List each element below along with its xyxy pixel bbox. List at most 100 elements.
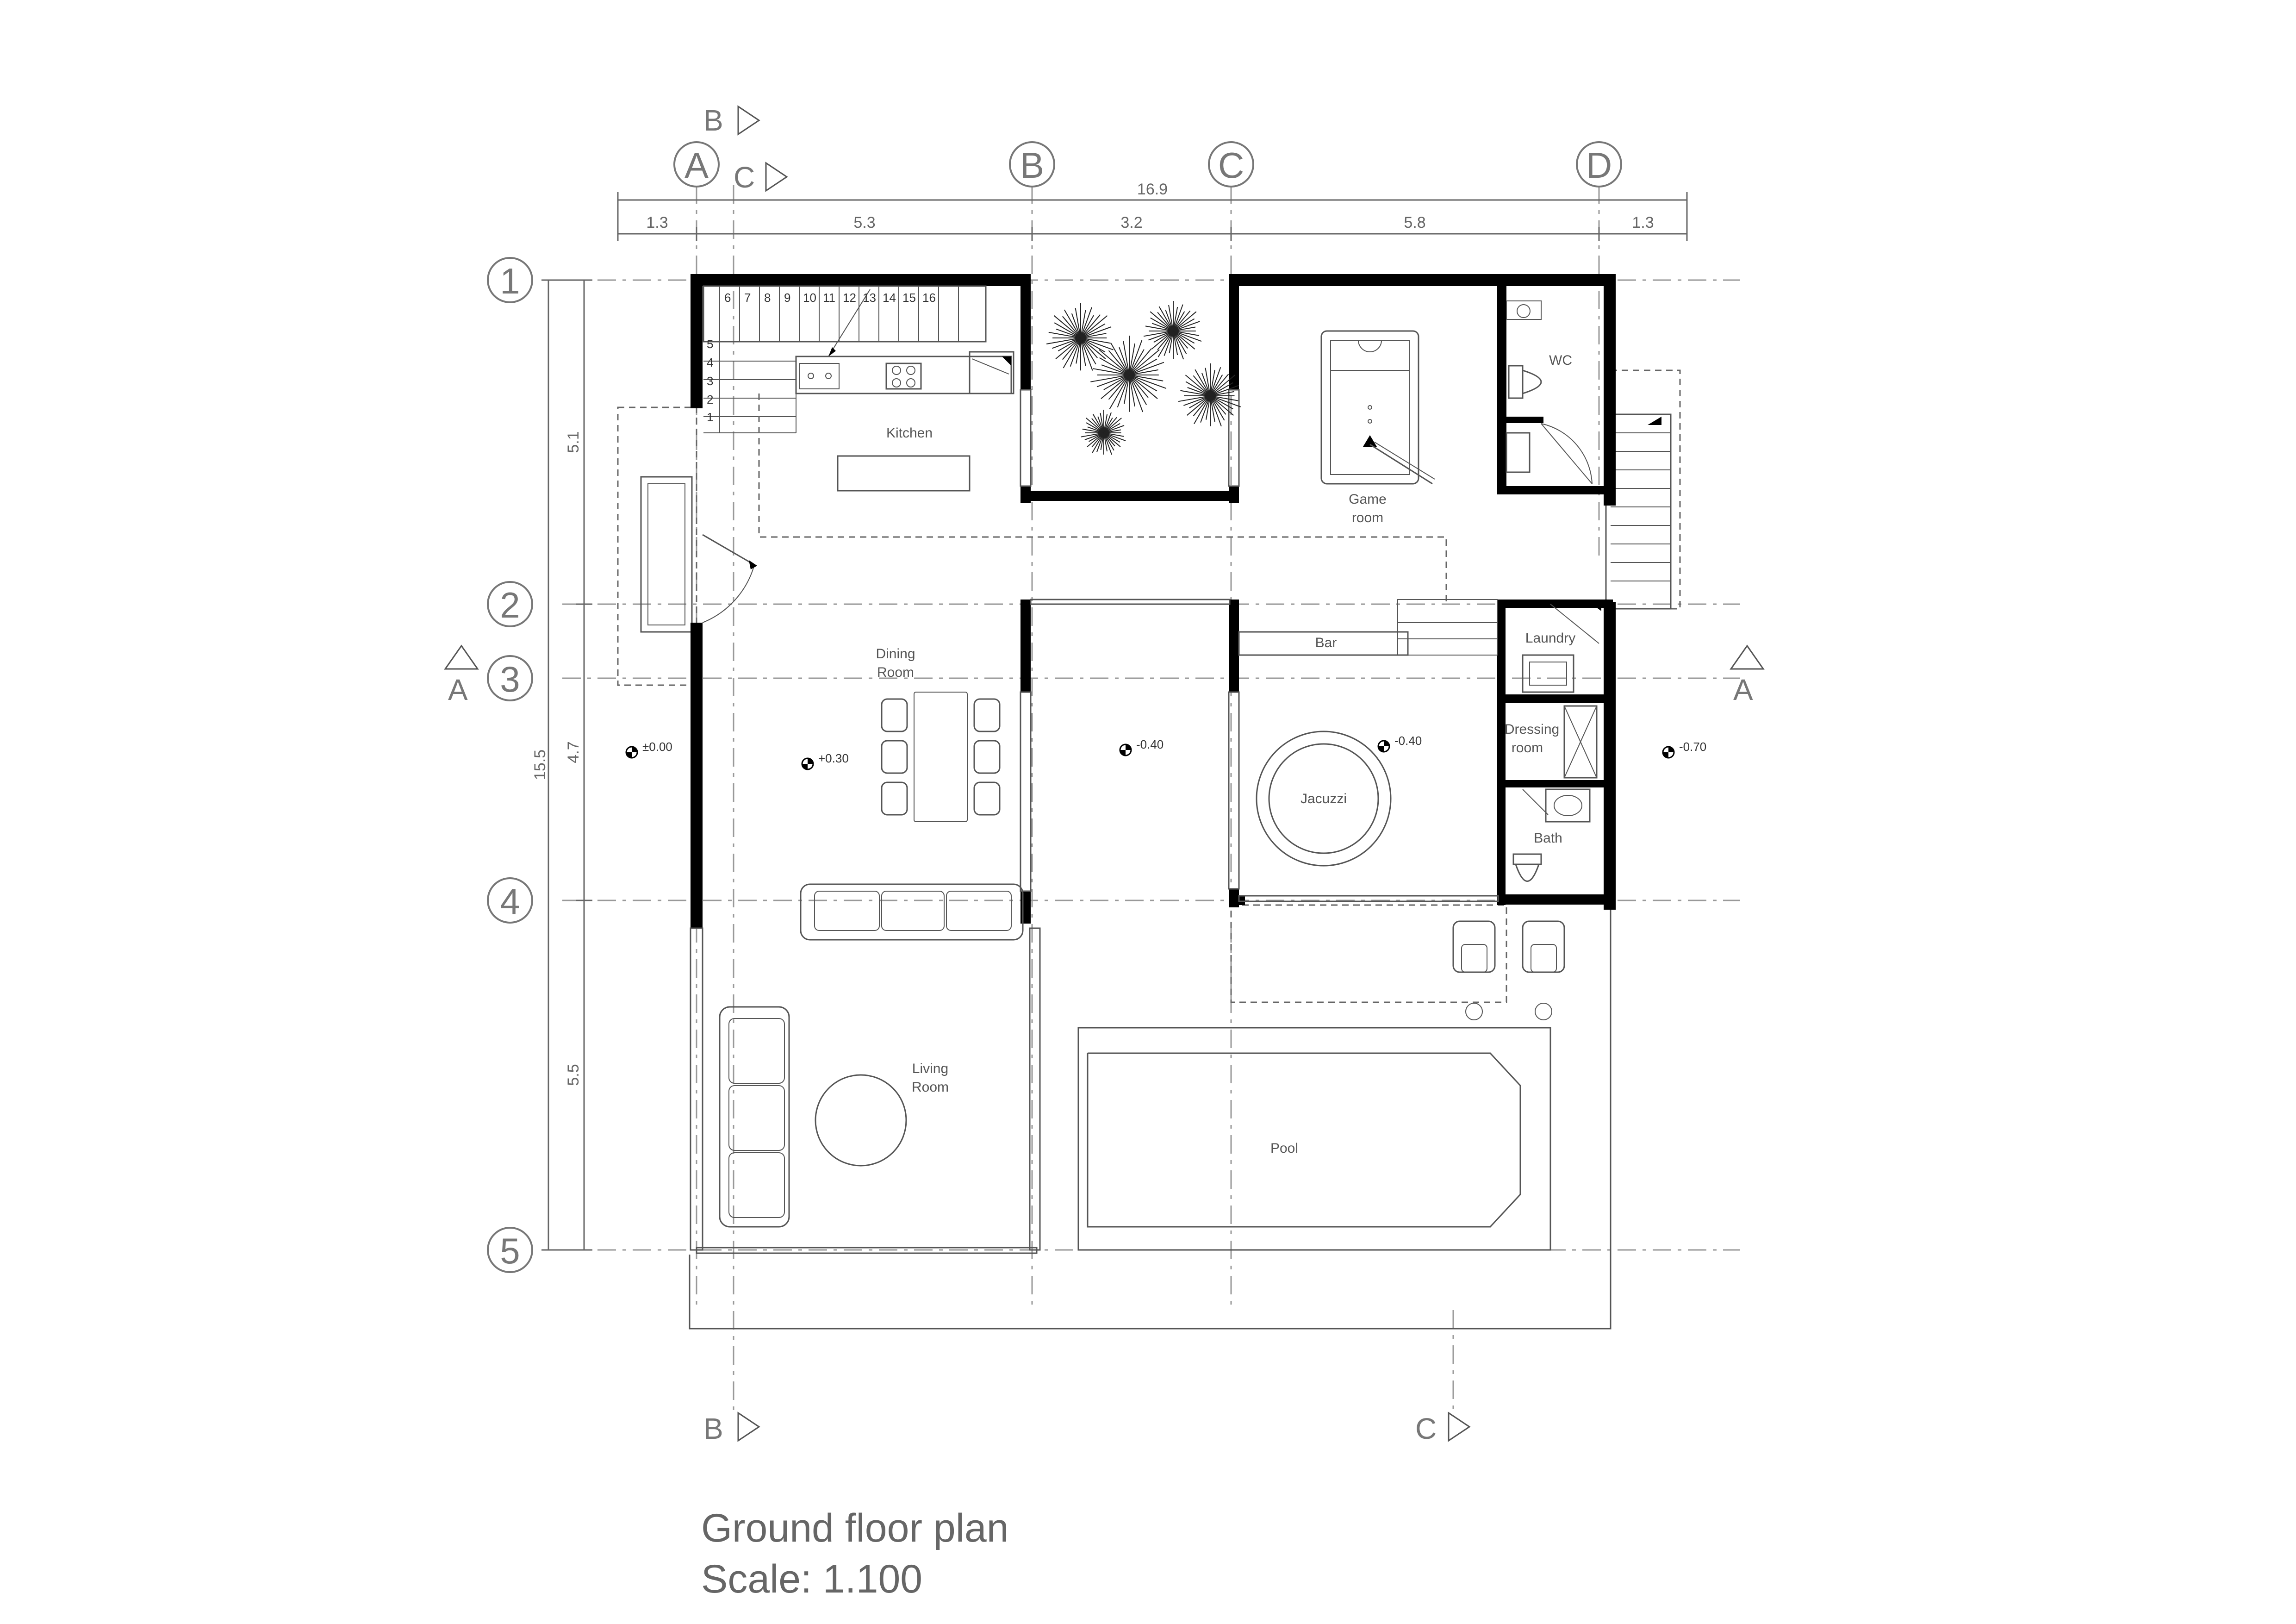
entry-door	[702, 534, 757, 623]
level-marker-outside-left: ±0.00	[625, 740, 672, 759]
column-axis-b: B	[1009, 141, 1055, 187]
step-number: 16	[922, 291, 936, 305]
dimension-segment: 1.3	[1632, 214, 1654, 231]
laundry-fixtures	[1522, 604, 1601, 693]
dining-set	[881, 692, 1001, 822]
palm-plant-icon	[1090, 336, 1167, 412]
grid-lines	[562, 185, 1740, 1412]
axis-label: C	[1218, 145, 1244, 186]
axis-label: 1	[500, 261, 520, 301]
pool-basin	[1077, 1027, 1551, 1251]
drawing-scale: Scale: 1.100	[701, 1557, 922, 1601]
row-axis-3: 3	[487, 655, 533, 701]
kitchen-stair	[703, 285, 987, 433]
section-label: B	[703, 104, 723, 137]
dimension-segment: 1.3	[646, 214, 668, 231]
section-label: B	[703, 1412, 723, 1445]
left-dimensions: 15.5 5.1 4.7 5.5	[531, 279, 592, 1251]
room-label-bar: Bar	[1315, 635, 1337, 650]
row-dimension-segment: 5.1	[565, 431, 582, 453]
step-number: 8	[764, 291, 771, 305]
palm-plant-icon	[1178, 363, 1241, 427]
dressing-fixtures	[1563, 705, 1598, 779]
site-outlines	[617, 369, 1681, 1330]
courtyard-plants	[1046, 301, 1241, 455]
overall-depth-dimension: 15.5	[531, 750, 549, 780]
room-labels: Kitchen Game room WC Bar Laundry Dining …	[876, 353, 1575, 1156]
step-number: 6	[724, 291, 731, 305]
section-marker-b-bottom: B	[703, 1412, 760, 1445]
step-number: 14	[883, 291, 896, 305]
step-number: 3	[707, 374, 713, 388]
level-marker-outside-right: -0.70	[1662, 740, 1706, 759]
room-label-dressing: Dressing	[1505, 722, 1559, 737]
level-value: ±0.00	[642, 740, 672, 754]
row-axis-4: 4	[487, 877, 533, 924]
step-number: 1	[707, 410, 713, 424]
axis-label: 3	[500, 659, 520, 700]
row-dimension-segment: 4.7	[565, 741, 582, 763]
room-label-dining-2: Room	[877, 665, 914, 680]
level-marker-jacuzzi: -0.40	[1377, 734, 1422, 753]
room-label-living-2: Room	[912, 1080, 949, 1095]
drawing-title: Ground floor plan	[701, 1506, 1009, 1550]
overall-width-dimension: 16.9	[1137, 181, 1168, 198]
room-label-jacuzzi: Jacuzzi	[1300, 791, 1347, 806]
dimension-segment: 3.2	[1120, 214, 1142, 231]
wc-fixtures	[1506, 300, 1593, 484]
bar-counter	[1238, 599, 1498, 656]
step-number: 11	[823, 291, 835, 305]
step-number: 13	[863, 291, 876, 305]
room-label-bath: Bath	[1534, 831, 1562, 846]
section-label: A	[448, 673, 468, 706]
row-axis-5: 5	[487, 1227, 533, 1273]
section-label: C	[1415, 1412, 1437, 1445]
palm-plant-icon	[1143, 301, 1202, 360]
step-number: 9	[784, 291, 790, 305]
palm-plant-icon	[1081, 410, 1126, 455]
coffee-table	[815, 1074, 907, 1167]
exterior-stairs	[1611, 417, 1671, 581]
axis-label: B	[1020, 145, 1044, 186]
axis-label: 5	[500, 1230, 520, 1271]
level-value: -0.70	[1679, 740, 1706, 754]
axis-label: 2	[500, 585, 520, 625]
room-label-kitchen: Kitchen	[886, 425, 933, 441]
level-marker-dining: +0.30	[801, 751, 849, 770]
sofa-left	[719, 1006, 790, 1228]
section-marker-a-right: A	[1730, 644, 1765, 706]
step-number: 15	[902, 291, 916, 305]
room-label-game-room-2: room	[1352, 510, 1383, 525]
axis-label: A	[684, 145, 709, 186]
room-label-dressing-2: room	[1512, 740, 1543, 756]
level-value: -0.40	[1136, 737, 1164, 751]
row-axis-2: 2	[487, 581, 533, 627]
palm-plant-icon	[1046, 303, 1114, 371]
bath-fixtures	[1512, 788, 1591, 882]
step-number: 5	[707, 337, 713, 351]
row-axis-1: 1	[487, 257, 533, 303]
section-marker-a-left: A	[444, 644, 479, 706]
section-marker-b-top: B	[703, 104, 760, 137]
sofa-top	[800, 883, 1024, 941]
jacuzzi-tub	[1256, 731, 1392, 867]
stair-step-numbers: 1 2 3 4 5 6 7 8 9 10 11 12 13 14 15 16	[707, 291, 936, 424]
room-label-pool: Pool	[1270, 1141, 1298, 1156]
section-marker-c-bottom: C	[1415, 1412, 1471, 1445]
row-dimension-segment: 5.5	[565, 1064, 582, 1086]
axis-label: D	[1586, 145, 1612, 186]
step-number: 4	[707, 356, 713, 369]
dimension-segment: 5.3	[853, 214, 875, 231]
top-dimensions: 16.9 1.3 5.3 3.2 5.8 1.3	[617, 181, 1688, 241]
room-label-wc: WC	[1549, 353, 1572, 368]
level-marker-hall: -0.40	[1119, 737, 1164, 756]
step-number: 12	[843, 291, 856, 305]
column-axis-d: D	[1576, 141, 1622, 187]
step-number: 10	[803, 291, 816, 305]
glazing-and-partitions	[690, 389, 1499, 1254]
pool-table	[1320, 330, 1435, 485]
step-number: 2	[707, 393, 713, 406]
room-label-living: Living	[912, 1061, 948, 1076]
column-axis-a: A	[673, 141, 720, 187]
